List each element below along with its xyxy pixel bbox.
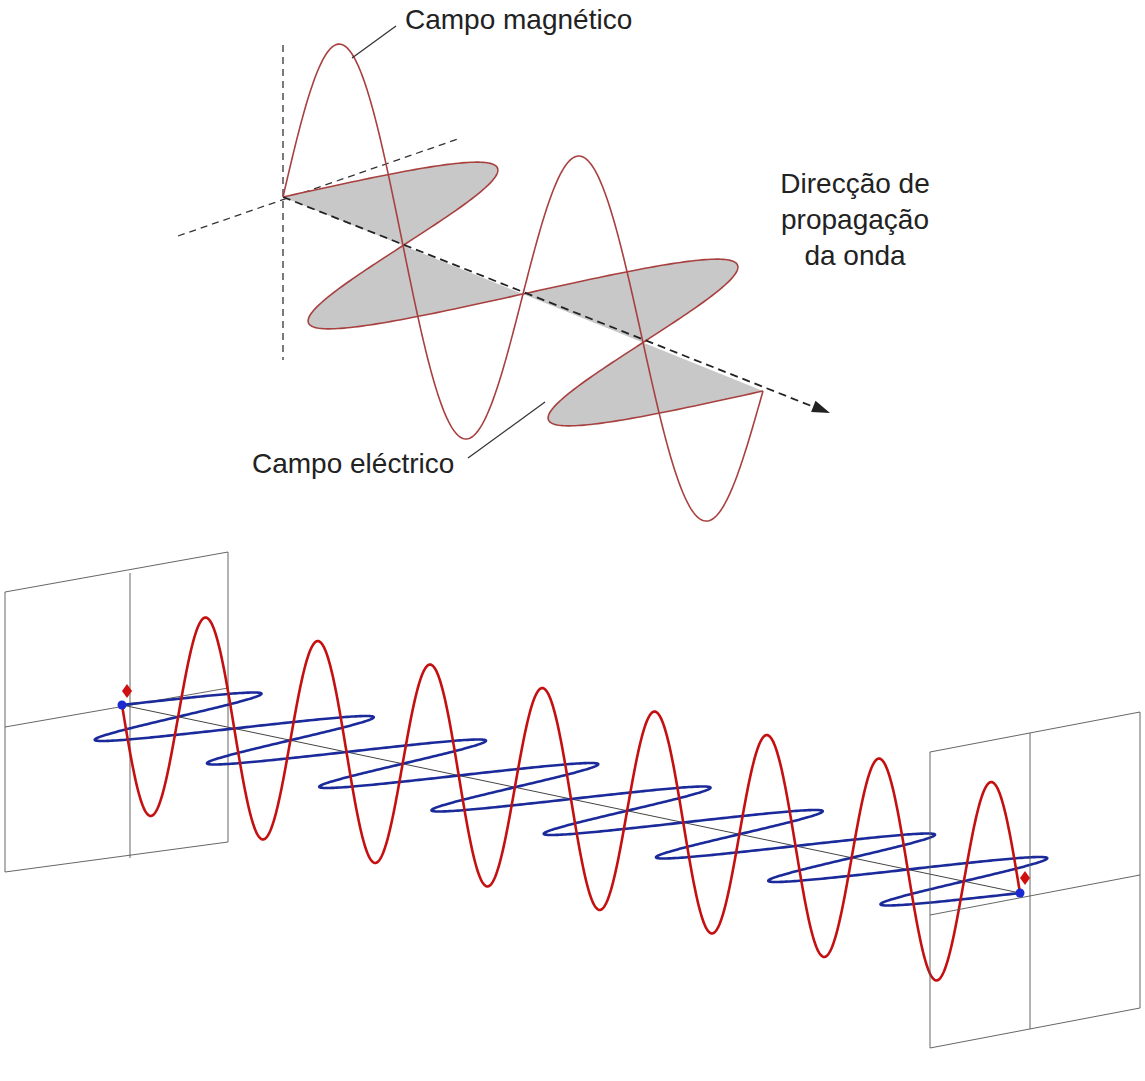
leader-line bbox=[352, 26, 396, 58]
red-marker bbox=[122, 684, 132, 698]
leader-line bbox=[468, 402, 545, 458]
blue-marker bbox=[118, 701, 127, 710]
top-wave-figure bbox=[178, 26, 830, 521]
blue-marker bbox=[1016, 889, 1025, 898]
propagation-arrowhead bbox=[811, 401, 830, 413]
field-label: Direcção de propagação da onda bbox=[770, 166, 940, 274]
right-plane bbox=[930, 712, 1140, 1048]
red-marker bbox=[1020, 871, 1030, 885]
magnetic-field-curve bbox=[122, 618, 1020, 981]
vertical-axis bbox=[282, 45, 283, 360]
field-label: Campo eléctrico bbox=[252, 446, 454, 482]
bottom-wave-figure bbox=[5, 552, 1140, 1048]
propagation-axis bbox=[283, 197, 814, 407]
field-label: Campo magnético bbox=[405, 2, 632, 38]
